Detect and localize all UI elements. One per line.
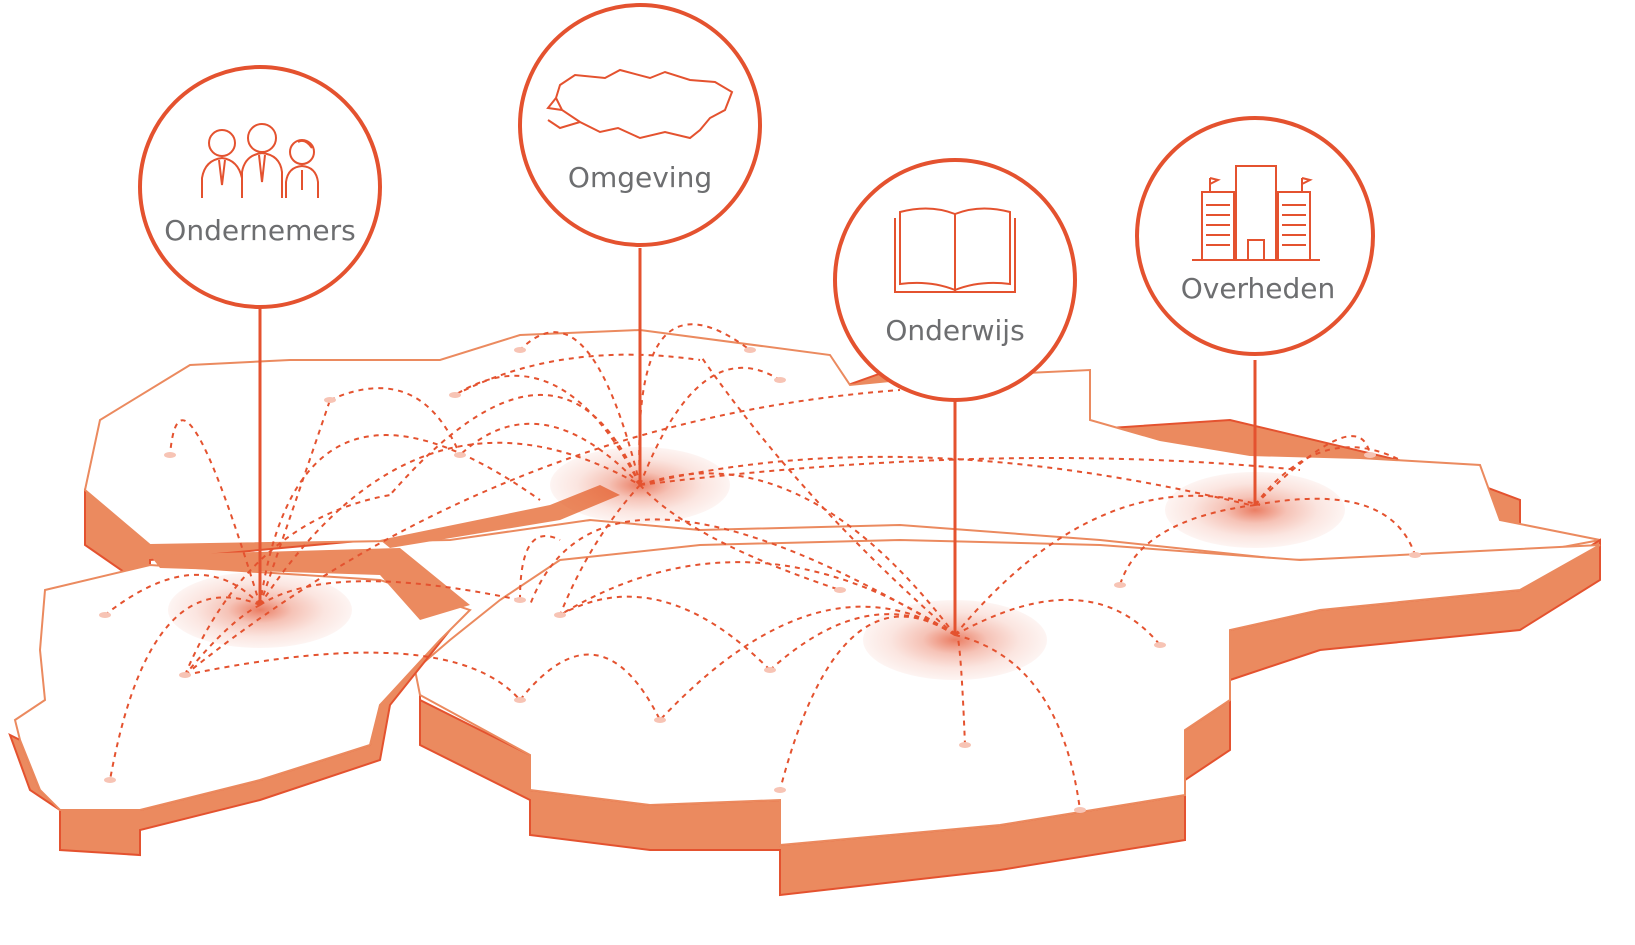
open-book-icon <box>894 207 1016 293</box>
pins <box>258 248 1257 635</box>
hotspot-onderwijs <box>863 600 1047 680</box>
people-icon <box>201 123 319 198</box>
hotspot-overheden <box>1165 472 1345 548</box>
region-map-icon <box>546 68 734 140</box>
pin-overheden: Overheden <box>1135 116 1375 356</box>
map-southeast-part <box>413 538 1601 897</box>
pin-label-omgeving: Omgeving <box>568 161 712 194</box>
hotspots <box>168 447 1345 680</box>
pin-label-ondernemers: Ondernemers <box>164 214 355 247</box>
network-nodes <box>99 347 1421 813</box>
hotspot-ondernemers <box>168 572 352 648</box>
pin-ondernemers: Ondernemers <box>138 65 382 309</box>
pin-label-onderwijs: Onderwijs <box>885 314 1024 347</box>
pin-omgeving: Omgeving <box>518 3 762 247</box>
pin-onderwijs: Onderwijs <box>833 158 1077 402</box>
government-buildings-icon <box>1192 165 1320 261</box>
pin-label-overheden: Overheden <box>1181 272 1336 305</box>
map-southwest-part <box>8 485 620 857</box>
